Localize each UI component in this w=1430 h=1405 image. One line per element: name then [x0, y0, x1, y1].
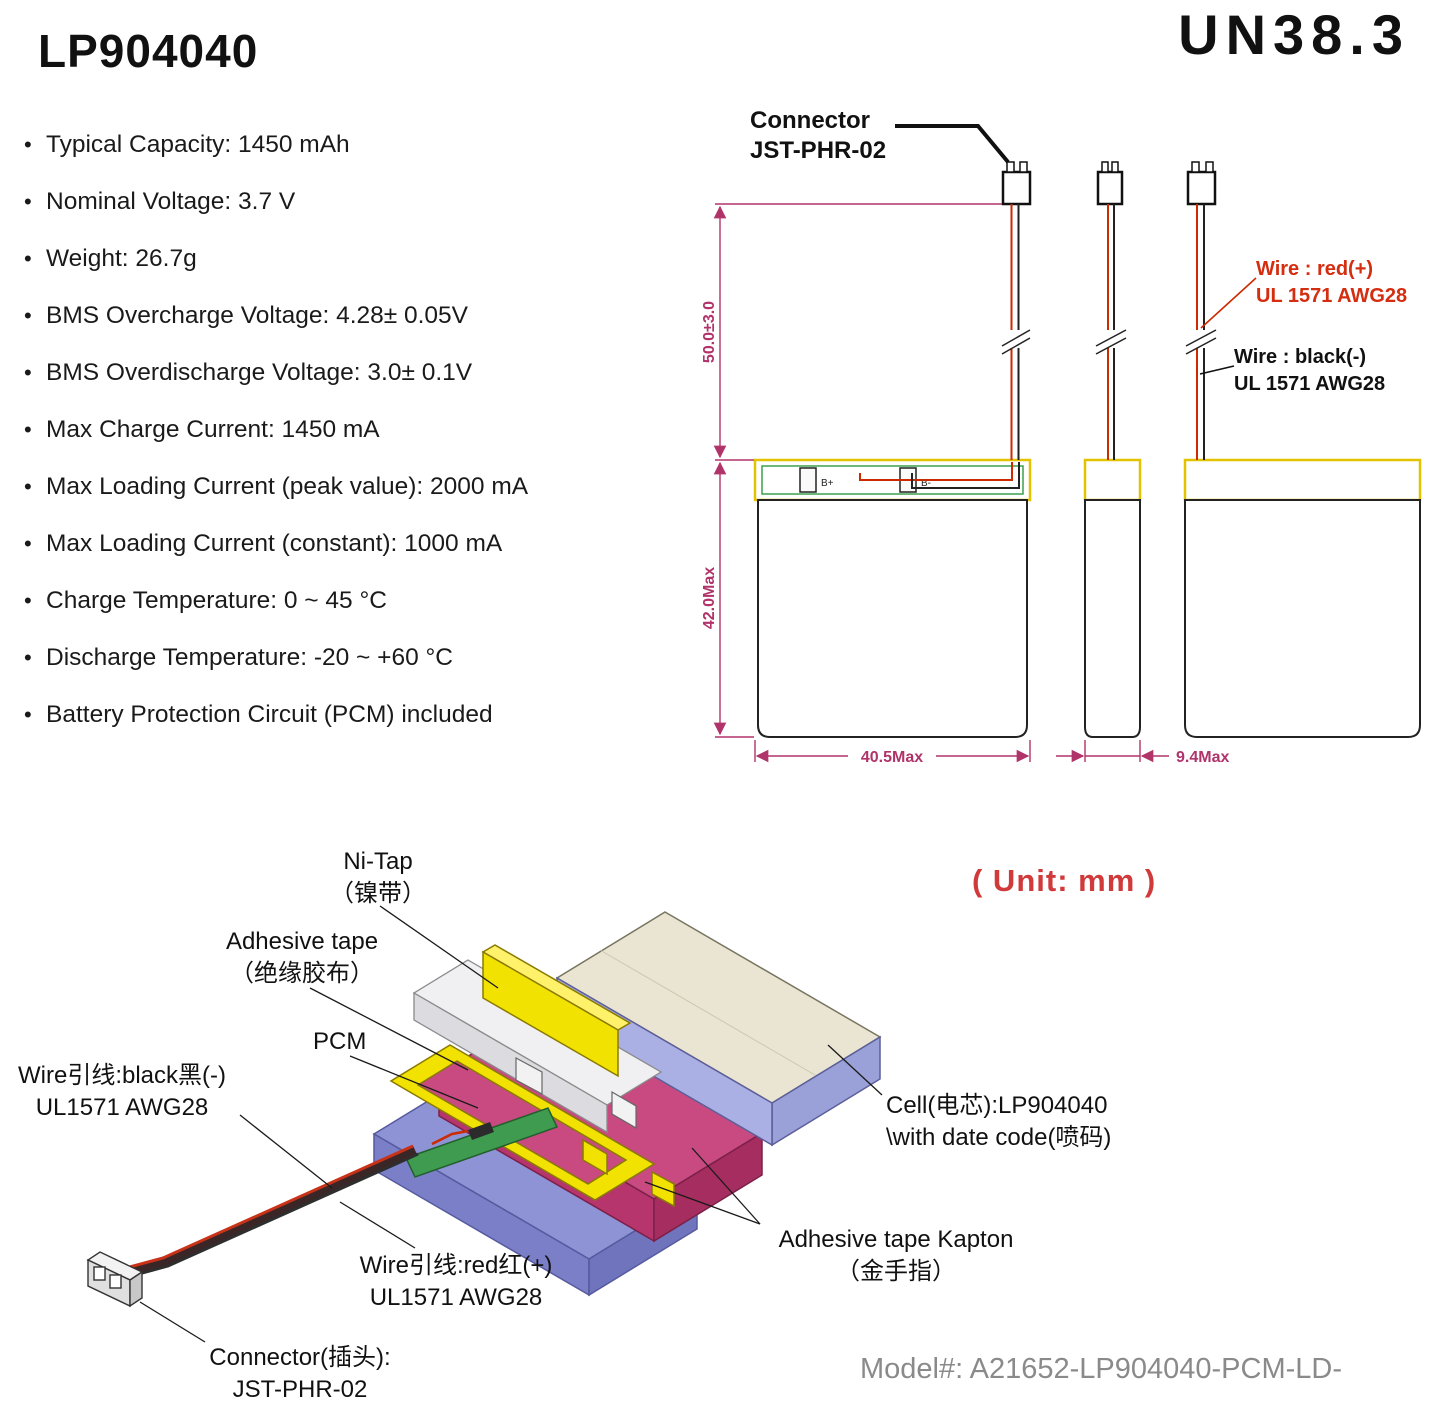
- adhesive-layer: [412, 959, 663, 1134]
- exploded-drawing: [86, 905, 883, 1343]
- wire-black2-line1: Wire引线:black黑(-): [18, 1062, 226, 1089]
- spec-item: Typical Capacity: 1450 mAh: [22, 128, 682, 161]
- spec-item: BMS Overdischarge Voltage: 3.0± 0.1V: [22, 356, 682, 389]
- leader-lines: [895, 124, 1257, 375]
- connector-exploded-label: Connector(插头): JST-PHR-02: [192, 1342, 408, 1405]
- certification-badge: UN38.3: [1178, 3, 1410, 66]
- spec-list: Typical Capacity: 1450 mAh Nominal Volta…: [22, 128, 682, 755]
- back-view: [1183, 161, 1422, 738]
- cell-line2: \with date code(喷码): [886, 1123, 1112, 1151]
- connector-label-line1: Connector: [750, 107, 870, 134]
- wire-black-label: Wire : black(-) UL 1571 AWG28: [1234, 344, 1385, 398]
- wire-red-line1: Wire : red(+): [1256, 258, 1374, 280]
- dim-width: 40.5Max: [861, 749, 923, 766]
- pad-b-plus-label: B+: [821, 478, 834, 489]
- pcm-label: PCM: [313, 1028, 367, 1055]
- connector-back: [1186, 161, 1217, 206]
- dim-wire-length: 50.0±3.0: [701, 301, 718, 363]
- connector2-line2: JST-PHR-02: [232, 1375, 368, 1403]
- wire-black-exploded-label: Wire引线:black黑(-) UL1571 AWG28: [2, 1060, 242, 1124]
- kapton-line2: （金手指）: [836, 1257, 956, 1285]
- spec-item: Max Loading Current (peak value): 2000 m…: [22, 470, 682, 503]
- model-number: Model#: A21652-LP904040-PCM-LD-: [860, 1353, 1342, 1385]
- connector-label-line2: JST-PHR-02: [750, 137, 887, 164]
- wire-red-line2: UL 1571 AWG28: [1256, 285, 1408, 307]
- adhesive-line1: Adhesive tape: [225, 928, 379, 955]
- spec-item: Max Charge Current: 1450 mA: [22, 413, 682, 446]
- connector-3d: [86, 1251, 144, 1308]
- spec-item: Discharge Temperature: -20 ~ +60 °C: [22, 641, 682, 674]
- spec-item: Battery Protection Circuit (PCM) include…: [22, 698, 682, 731]
- spec-item: Weight: 26.7g: [22, 242, 682, 275]
- adhesive-line2: （绝缘胶布）: [230, 959, 374, 987]
- unit-label: ( Unit: mm ): [972, 863, 1157, 898]
- connector2-line1: Connector(插头):: [209, 1344, 391, 1371]
- tape-yellow-bar: [481, 944, 632, 1078]
- connector-side: [1096, 161, 1124, 206]
- wire-red-exploded-label: Wire引线:red红(+) UL1571 AWG28: [342, 1250, 570, 1314]
- front-view: B+ B-: [753, 161, 1032, 738]
- wire-red2-line1: Wire引线:red红(+): [359, 1252, 553, 1279]
- spec-item: Nominal Voltage: 3.7 V: [22, 185, 682, 218]
- ni-tap-label: Ni-Tap （镍带）: [298, 846, 458, 910]
- exploded-leaders: [139, 905, 883, 1343]
- adhesive-tape-label: Adhesive tape （绝缘胶布）: [203, 926, 401, 990]
- wire-red-label: Wire : red(+) UL 1571 AWG28: [1256, 256, 1407, 310]
- dimension-texts: 50.0±3.0 42.0Max 40.5Max 9.4Max: [701, 301, 1229, 766]
- cell-line1: Cell(电芯):LP904040: [886, 1092, 1108, 1119]
- wire-black2-line2: UL1571 AWG28: [35, 1093, 209, 1121]
- spec-item: Charge Temperature: 0 ~ 45 °C: [22, 584, 682, 617]
- pad-b-minus-label: B-: [921, 478, 931, 489]
- ni-tap-line2: （镍带）: [330, 879, 426, 907]
- wire-black-line1: Wire : black(-): [1234, 346, 1367, 368]
- spec-item: BMS Overcharge Voltage: 4.28± 0.05V: [22, 299, 682, 332]
- ni-tap-line1: Ni-Tap: [343, 848, 413, 875]
- kapton-label: Adhesive tape Kapton （金手指）: [760, 1224, 1032, 1288]
- dim-height: 42.0Max: [701, 567, 718, 629]
- connector-label: Connector JST-PHR-02: [750, 106, 886, 166]
- connector-front: [1001, 161, 1032, 206]
- dimension-drawing: B+ B-: [701, 124, 1422, 766]
- dimension-lines: [713, 203, 1169, 763]
- dim-thickness: 9.4Max: [1176, 749, 1229, 766]
- page-title: LP904040: [38, 25, 259, 77]
- spec-item: Max Loading Current (constant): 1000 mA: [22, 527, 682, 560]
- cell-label: Cell(电芯):LP904040 \with date code(喷码): [886, 1090, 1176, 1154]
- white-tabs: [515, 1056, 637, 1130]
- kapton-line1: Adhesive tape Kapton: [778, 1226, 1014, 1253]
- wire-black-line2: UL 1571 AWG28: [1234, 373, 1386, 395]
- pcm-strip: [404, 1107, 559, 1178]
- side-view: [1083, 161, 1142, 738]
- wire-red2-line2: UL1571 AWG28: [369, 1283, 543, 1311]
